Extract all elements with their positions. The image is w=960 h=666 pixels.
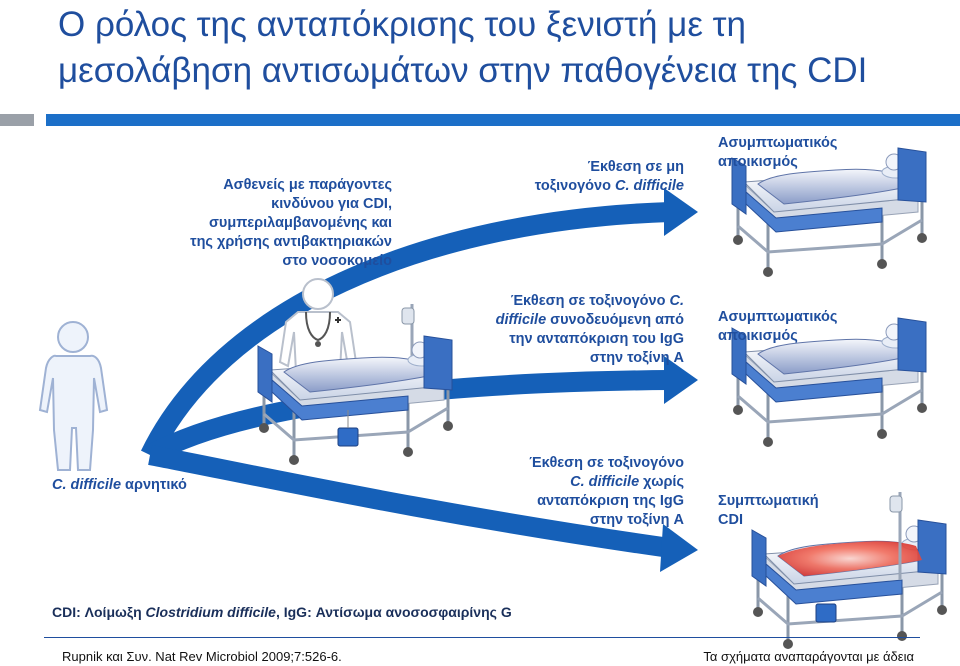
arrow-to-no-igg-response xyxy=(148,445,698,572)
outcome-bed-3-icon xyxy=(750,492,949,651)
negative-status-label: C. difficile αρνητικό xyxy=(52,477,187,493)
divider-accent-blue xyxy=(46,114,960,126)
healthy-person-icon xyxy=(38,321,109,471)
risk-factors-label: Ασθενείς με παράγοντες κινδύνου για CDI,… xyxy=(190,177,392,269)
divider-accent-grey xyxy=(0,114,34,126)
exposure-nontoxigenic-label: Έκθεση σε μη τοξινογόνο C. difficile xyxy=(534,159,684,194)
permission-note: Τα σχήματα αναπαράγονται με άδεια xyxy=(703,649,914,664)
urine-bag-icon xyxy=(337,410,359,447)
abbreviation-legend: CDI: Λοίμωξη Clostridium difficile, IgG:… xyxy=(52,604,512,620)
page-title: Ο ρόλος της ανταπόκρισης του ξενιστή με … xyxy=(58,5,868,90)
reference-citation: Rupnik και Συν. Nat Rev Microbiol 2009;7… xyxy=(62,649,342,664)
exposure-toxigenic-igg-label: Έκθεση σε τοξινογόνο C. difficile συνοδε… xyxy=(495,293,684,366)
arrow-to-nontoxigenic xyxy=(140,188,698,460)
footer-divider xyxy=(44,637,920,638)
title-divider xyxy=(0,114,960,126)
outcome-asymptomatic-1-label: Ασυμπτωματικός αποικισμός xyxy=(718,135,838,170)
exposure-toxigenic-no-igg-label: Έκθεση σε τοξινογόνο C. difficile χωρίς … xyxy=(529,455,684,528)
outcome-symptomatic-label: Συμπτωματική CDI xyxy=(718,493,819,528)
outcome-asymptomatic-2-label: Ασυμπτωματικός αποικισμός xyxy=(718,309,838,344)
